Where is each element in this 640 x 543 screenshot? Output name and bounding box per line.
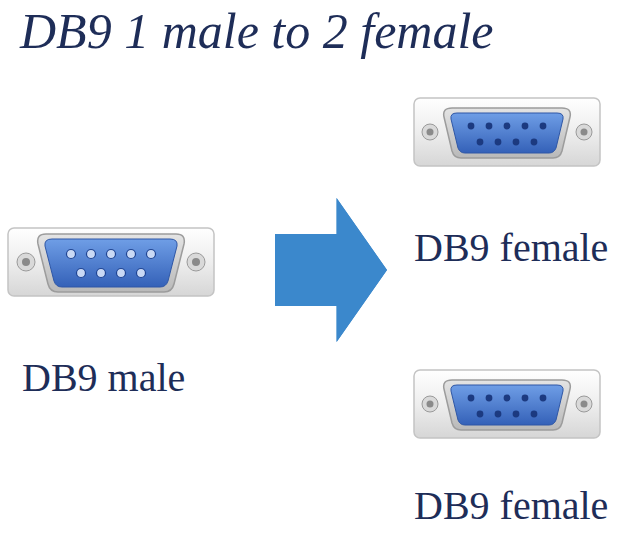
block-arrow (275, 198, 387, 342)
db9-connector-picture (412, 368, 602, 440)
db9-connector-symbol (414, 98, 600, 166)
connector-label: DB9 male (22, 354, 220, 401)
diagram-title: DB9 1 male to 2 female (20, 2, 494, 60)
connector-node: DB9 female (412, 96, 612, 271)
db9-connector-picture (6, 226, 216, 298)
block-arrow (275, 198, 387, 342)
db9-connector-symbol (414, 370, 600, 438)
connector-node: DB9 female (412, 368, 612, 529)
db9-connector-symbol (8, 228, 214, 296)
db9-connector-picture (412, 96, 602, 168)
connector-label: DB9 female (414, 482, 612, 529)
connector-label: DB9 female (414, 224, 612, 271)
connector-node: DB9 male (6, 226, 220, 401)
